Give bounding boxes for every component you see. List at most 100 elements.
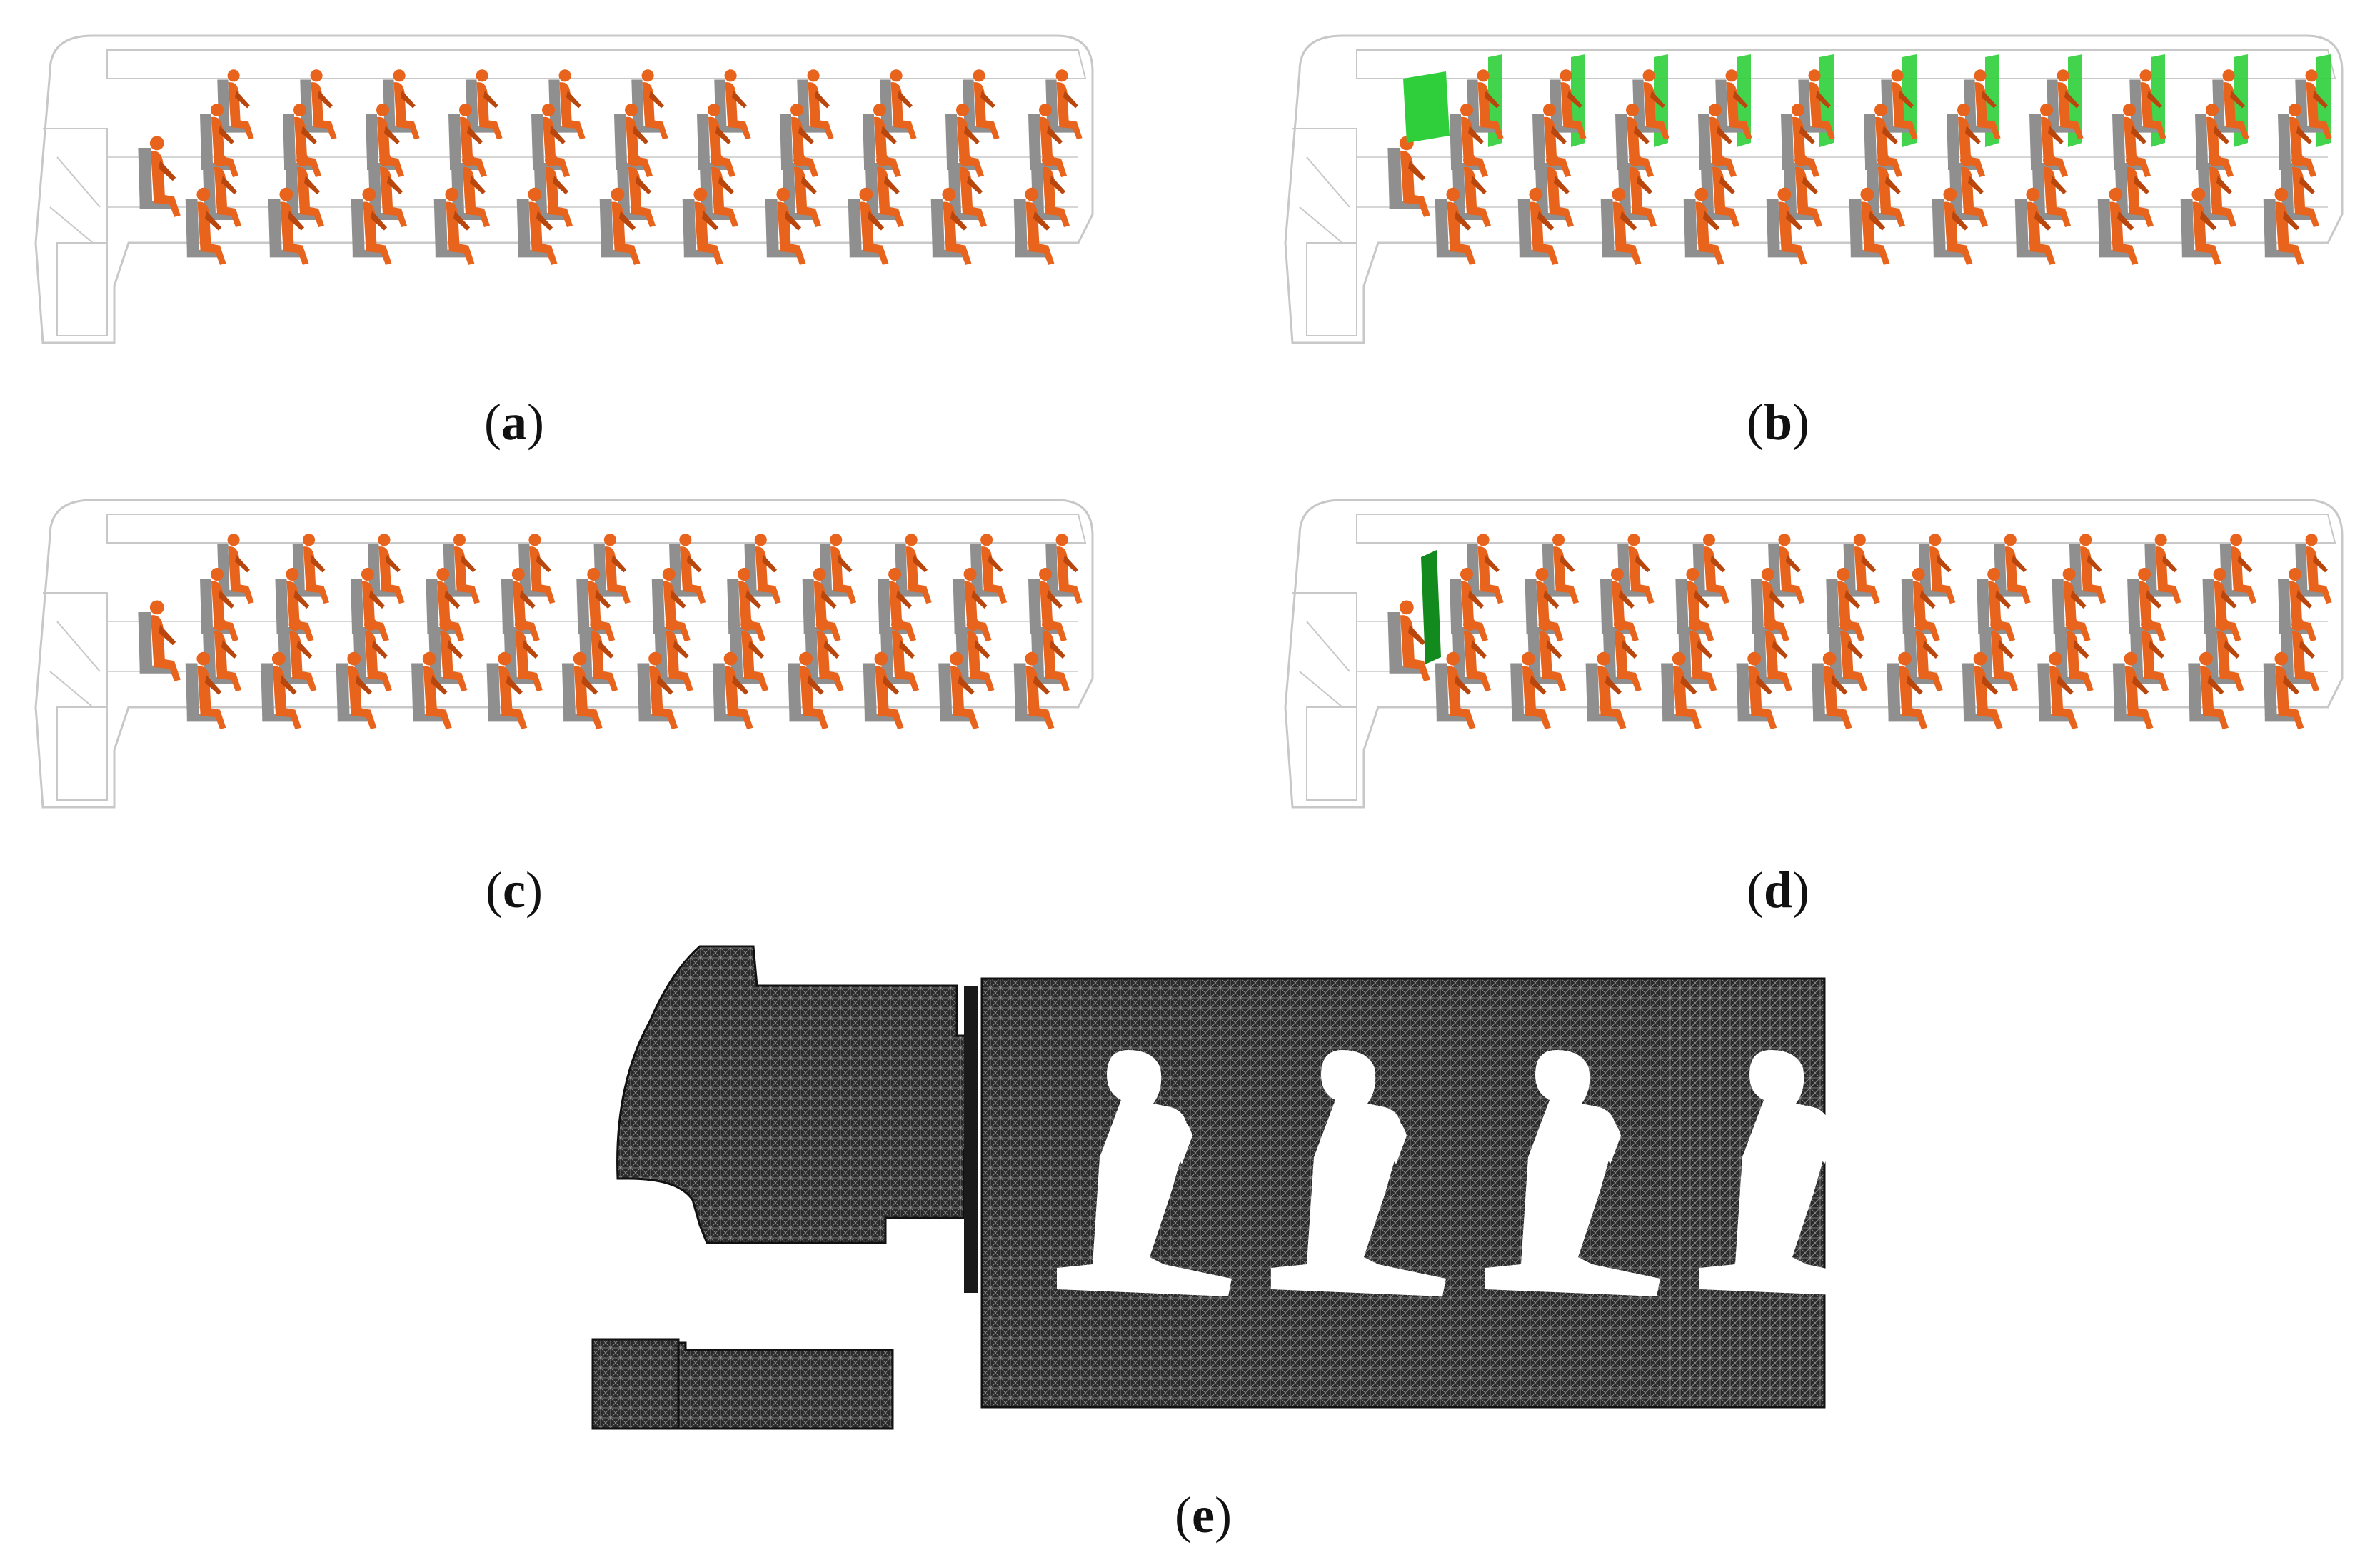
seat-back	[350, 579, 363, 629]
passenger-head	[1042, 154, 1055, 166]
passenger-head	[214, 154, 226, 166]
seat-back	[336, 663, 350, 716]
passenger-arm	[205, 211, 222, 231]
passenger-body	[1929, 546, 1956, 604]
passenger-body	[950, 666, 979, 729]
seat-back	[448, 114, 461, 164]
passenger-arm	[1982, 675, 1999, 695]
passenger-arm	[368, 590, 385, 609]
passenger-head	[1960, 154, 1973, 166]
seat-back	[2054, 629, 2068, 679]
passenger-arm	[2283, 211, 2300, 231]
passenger-arm	[1033, 211, 1050, 231]
passenger-body	[2004, 546, 2031, 604]
passenger-body	[628, 166, 656, 227]
seat-back	[1387, 612, 1402, 667]
passenger-head	[793, 154, 806, 166]
passenger-head	[1973, 651, 1987, 666]
seated-person-silhouette	[1057, 1050, 1232, 1296]
seat-back	[1013, 663, 1028, 716]
seat-back	[2281, 629, 2294, 679]
passenger-body	[2044, 166, 2071, 227]
passenger-arm	[355, 675, 373, 695]
passenger-head	[1477, 69, 1490, 82]
passenger-head	[2274, 187, 2289, 201]
seat-back	[1525, 579, 1538, 629]
bus-model-panel-c	[29, 493, 1100, 821]
passenger-body	[905, 546, 932, 604]
seat-back	[654, 629, 668, 679]
passenger-body	[794, 166, 821, 227]
passenger-arm	[1635, 554, 1650, 573]
passenger-head	[1912, 568, 1925, 581]
passenger-arm	[1560, 554, 1575, 573]
passenger-body	[680, 546, 706, 604]
passenger-body	[303, 546, 330, 604]
passenger-arm	[1621, 640, 1637, 659]
passenger-front	[1517, 187, 1559, 265]
passenger-arm	[598, 640, 614, 659]
passenger-arm	[461, 554, 476, 573]
passenger-head	[1039, 568, 1052, 581]
passenger-front	[1452, 618, 1491, 691]
passenger-body	[197, 201, 226, 265]
passenger-body	[1961, 166, 1988, 227]
passenger-arm	[221, 640, 237, 659]
passenger-body	[1552, 546, 1580, 604]
seat-back	[203, 164, 216, 214]
passenger-head	[149, 136, 164, 151]
passenger-rear	[2212, 69, 2249, 140]
passenger-front	[1618, 154, 1657, 227]
passenger-arm	[1952, 211, 1969, 231]
seat-back	[1532, 114, 1545, 164]
passenger-body	[2192, 201, 2221, 265]
passenger-arm	[2216, 176, 2232, 194]
occupant-silhouettes	[1057, 1050, 1828, 1296]
passenger-arm	[670, 590, 686, 609]
passenger-body	[2275, 201, 2304, 265]
passenger-head	[888, 568, 902, 581]
passenger-head	[1974, 69, 1987, 82]
passenger-head	[1778, 534, 1791, 546]
passenger-body	[2080, 546, 2107, 604]
roof-line	[106, 514, 1087, 544]
passenger-arm	[988, 554, 1003, 573]
passenger-front	[1949, 154, 1988, 227]
passenger-head	[545, 154, 558, 166]
seat-back	[930, 199, 945, 251]
passenger-front	[2014, 187, 2056, 265]
passenger-arm	[1710, 554, 1726, 573]
passenger-head	[445, 187, 459, 201]
passenger-body	[1630, 166, 1657, 227]
passenger-head	[790, 104, 803, 116]
passenger-head	[2206, 104, 2219, 116]
passenger-arm	[1719, 176, 1735, 194]
passenger-body	[573, 666, 603, 729]
passenger-arm	[519, 590, 536, 609]
passenger-arm	[2117, 211, 2134, 231]
passenger-body	[808, 82, 834, 140]
passenger-front	[1435, 187, 1476, 265]
passenger-arm	[686, 554, 702, 573]
passenger-head	[362, 187, 376, 201]
passenger-arm	[1455, 211, 1472, 231]
passenger-front	[938, 651, 979, 729]
passenger-head	[1839, 618, 1853, 631]
passenger-body	[2027, 201, 2056, 265]
passenger-head	[376, 104, 389, 116]
driver	[138, 600, 181, 681]
passenger-body	[151, 615, 181, 681]
seat-back	[185, 663, 199, 716]
passenger-arm	[288, 211, 305, 231]
passenger-body	[440, 631, 468, 691]
passenger-rear	[1768, 534, 1805, 604]
passenger-front	[268, 187, 309, 265]
passenger-arm	[913, 554, 928, 573]
passenger-body	[591, 631, 618, 691]
passenger-arm	[702, 211, 719, 231]
seat-back	[637, 663, 651, 716]
bus-cabin	[34, 499, 1094, 809]
seat-back	[2014, 199, 2029, 251]
passenger-head	[2222, 69, 2235, 82]
seat-back	[1600, 199, 1615, 251]
